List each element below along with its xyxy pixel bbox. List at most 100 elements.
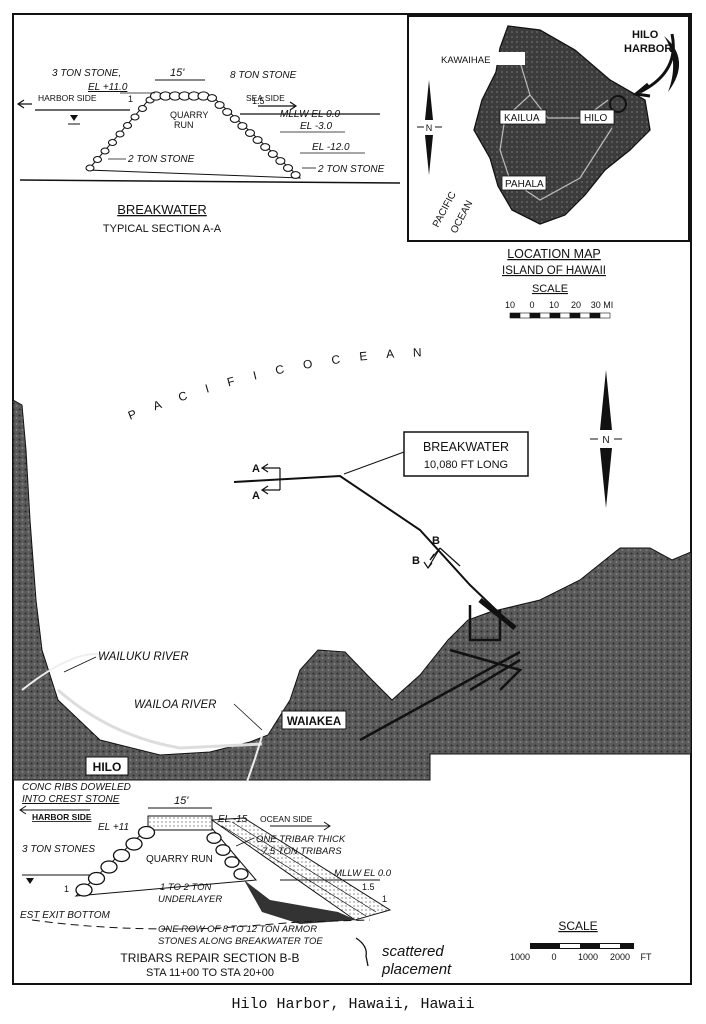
armor-stone xyxy=(112,848,131,863)
pacific-ocean-text: P A C I F I C O C E A N xyxy=(126,345,422,423)
hilo-harbor-marker xyxy=(609,95,627,113)
quarry-run-b-label: QUARRY RUN xyxy=(146,854,213,865)
hilo-harbor-crescent xyxy=(664,36,680,92)
el-minus-12-label: EL -12.0 xyxy=(312,142,350,153)
scale-bar-black xyxy=(530,943,634,949)
scale-tick-0: 0 xyxy=(551,952,556,962)
pahala-box xyxy=(501,175,547,191)
handwritten-scattered: scattered xyxy=(382,943,444,960)
scale-bar-white-2 xyxy=(600,944,620,948)
scale-segment xyxy=(529,312,541,319)
armor-stone xyxy=(75,883,93,897)
hilo-town-label: HILO xyxy=(93,760,122,774)
est-exit-bottom-line xyxy=(31,919,371,930)
location-map-title: LOCATION MAP xyxy=(507,247,601,261)
scale-segment xyxy=(599,312,611,319)
breakwater-section-a: 15' 3 TON STONE, EL +11.0 8 TON STONE HA… xyxy=(16,67,401,235)
armor-stone xyxy=(125,837,143,851)
scale-tick-1000: 1000 xyxy=(510,952,530,962)
breakwater-callout-title: BREAKWATER xyxy=(423,440,509,454)
harbor-side-b-label: HARBOR SIDE xyxy=(32,812,92,822)
hilo-harbor-label: HILO xyxy=(632,29,659,41)
scale-segment xyxy=(539,312,551,319)
armor-stone xyxy=(260,143,271,151)
three-ton-stones-label: 3 TON STONES xyxy=(22,844,95,855)
underlayer-dark xyxy=(244,880,356,924)
breakwater-callout-length: 10,080 FT LONG xyxy=(424,459,508,471)
armor-stone xyxy=(267,150,278,158)
run-label: RUN xyxy=(174,120,194,130)
el-minus-15-label: EL -15 xyxy=(218,814,248,825)
el-minus-3-label: EL -3.0 xyxy=(300,121,332,132)
two-ton-stone-left-label: 2 TON STONE xyxy=(127,154,195,165)
slope-one-label: 1 xyxy=(128,94,133,104)
section-a-title: BREAKWATER xyxy=(117,202,207,217)
crest-width-b-label: 15' xyxy=(174,795,189,807)
armor-stone xyxy=(137,825,156,840)
armor-stone xyxy=(115,130,125,138)
mllw-b-label: MLLW EL 0.0 xyxy=(334,868,392,879)
breakwater-callout-leader xyxy=(343,451,405,475)
armor-stone xyxy=(275,157,286,165)
armor-stone xyxy=(224,856,240,868)
wailuku-river-label: WAILUKU RIVER xyxy=(98,651,189,663)
ocean-side-b-label: OCEAN SIDE xyxy=(260,814,313,824)
tribars-section-b: CONC RIBS DOWELED INTO CREST STONE 15' H… xyxy=(14,782,452,982)
quarry-label: QUARRY xyxy=(170,110,208,120)
armor-stone xyxy=(222,108,233,116)
hilo-harbor-label-2: HARBOR xyxy=(624,43,672,55)
section-b-subtitle: STA 11+00 TO STA 20+00 xyxy=(146,967,274,979)
hilo-harbor-arrow xyxy=(632,33,675,98)
armor-stone xyxy=(206,832,222,844)
armor-stone xyxy=(122,121,133,130)
scale-segment xyxy=(559,312,571,319)
section-a-marker xyxy=(260,463,281,495)
armor-stones-b xyxy=(75,825,249,897)
section-b-title: TRIBARS REPAIR SECTION B-B xyxy=(120,951,299,965)
waiakea-box xyxy=(281,710,347,730)
tribar-hatch xyxy=(221,821,377,917)
eight-ton-stone-label: 8 TON STONE xyxy=(230,70,297,81)
three-ton-stone-label: 3 TON STONE, xyxy=(52,68,121,79)
hilo-box xyxy=(579,109,615,125)
section-b-mark-low: B xyxy=(412,555,420,567)
inset-north-arrow: N xyxy=(417,80,442,175)
section-b-mark-top: B xyxy=(432,535,440,547)
island-of-hawaii xyxy=(473,25,651,225)
armor-stone xyxy=(290,171,301,179)
section-b-marker xyxy=(423,547,461,570)
handwritten-placement: placement xyxy=(381,961,452,978)
armor-stone xyxy=(87,871,106,886)
inset-north-label: N xyxy=(426,123,433,133)
water-marker-b xyxy=(26,878,34,884)
scale-segment xyxy=(549,312,561,319)
seabed-line xyxy=(19,179,401,184)
armor-stones-a xyxy=(85,91,301,179)
armor-stone xyxy=(92,155,103,164)
scale-tick-ft: FT xyxy=(641,952,652,962)
pacific-ocean-label: P A C I F I C O C E A N xyxy=(126,345,430,423)
slope-ratio-b-label: 1.5 xyxy=(362,882,375,892)
main-scale-title: SCALE xyxy=(558,919,597,933)
slope-ratio-label: 1.5 xyxy=(252,96,265,106)
wailuku-river xyxy=(21,653,105,691)
underlayer-label-2: UNDERLAYER xyxy=(158,894,222,905)
hilo-town-box xyxy=(85,756,129,776)
scale-tick-2000: 2000 xyxy=(610,952,630,962)
main-scale: SCALE 1000 0 1000 2000 FT xyxy=(510,919,652,962)
scale-tick-1000b: 1000 xyxy=(578,952,598,962)
slope-one-b-label: 1 xyxy=(382,894,387,904)
wailuku-leader xyxy=(63,656,97,673)
location-map-subtitle: ISLAND OF HAWAII xyxy=(502,265,606,277)
town-pahala: PAHALA xyxy=(505,179,544,190)
location-scale-tick: 20 xyxy=(571,300,581,310)
armor-stone xyxy=(85,164,95,172)
location-map-inset: HILO HARBOR KAWAIHAE KAILUA HILO PAHALA … xyxy=(407,15,690,319)
ocean-side-arrow-b xyxy=(270,821,331,831)
section-a-subtitle: TYPICAL SECTION A-A xyxy=(103,223,222,235)
town-kawaihae: KAWAIHAE xyxy=(441,55,490,66)
armor-stone xyxy=(244,129,256,137)
scale-segment xyxy=(519,312,531,319)
breakwater-alignment xyxy=(233,474,516,629)
